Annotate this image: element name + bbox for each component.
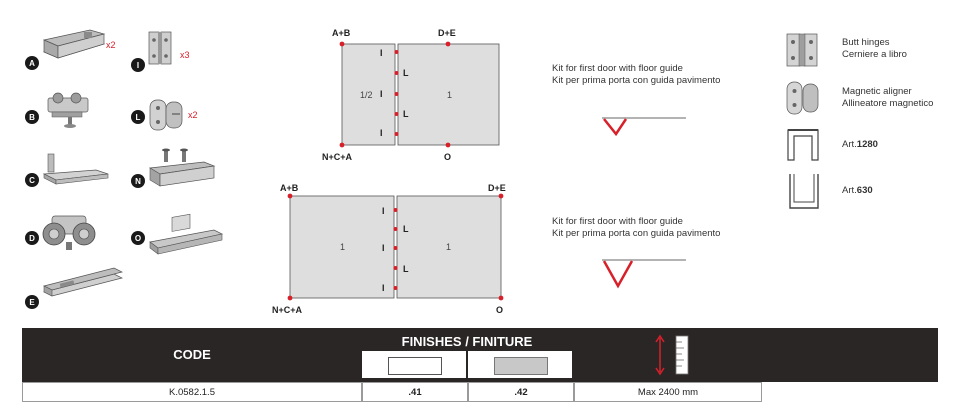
profile-1280-icon [787,129,819,161]
diagram2-right-fraction: 1 [446,242,451,252]
diagram2-mark-5: I [382,283,385,293]
component-b-image [47,92,89,128]
legend-magnetic-aligner: Magnetic aligner Allineatore magnetico [842,86,933,110]
component-a-image [42,29,106,59]
diagram2-left-fraction: 1 [340,242,345,252]
legend-art-1280: Art.1280 [842,139,878,151]
component-a-qty: x2 [106,40,116,50]
height-icon [655,334,689,376]
kit1-line-it: Kit per prima porta con guida pavimento [552,75,721,86]
code-header: CODE [173,347,211,362]
diagram2-label-bl: N+C+A [272,305,303,315]
legend-butt-hinges: Butt hinges Cerniere a libro [842,37,907,61]
legend-art-1280-prefix: Art. [842,139,857,150]
legend-art-1280-number: 1280 [856,139,878,150]
finish-41-swatch [388,357,442,375]
diagram1-mark-3: I [380,89,383,99]
diagram1-right-fraction: 1 [447,90,452,100]
component-c-image [42,153,109,185]
component-o-badge: O [131,231,145,245]
legend-magnetic-aligner-it: Allineatore magnetico [842,98,934,109]
component-e-image [43,267,123,297]
door-diagram-1: A+B D+E 1/2 1 I L I L I N+C+A O [322,28,500,162]
diagram1-left-fraction: 1/2 [360,90,373,100]
component-n-badge: N [131,174,145,188]
diagram1-label-bl: N+C+A [322,152,353,162]
component-d-badge: D [25,231,39,245]
finishes-header: FINISHES / FINITURE [401,334,533,349]
diagram2-left-panel [289,195,395,299]
floor-guide-icon-2 [602,259,686,289]
diagram1-label-tl: A+B [332,28,351,38]
finish-42-swatch [494,357,548,375]
legend-butt-hinges-en: Butt hinges [842,37,890,48]
diagram2-mark-4: L [403,264,409,274]
diagram2-label-tl: A+B [280,183,299,193]
diagram1-left-panel [341,43,396,146]
diagram2-mark-2: L [403,224,409,234]
legend-art-630: Art.630 [842,185,873,197]
diagram2-label-br: O [496,305,503,315]
component-l-badge: L [131,110,145,124]
legend-art-630-prefix: Art. [842,185,857,196]
component-d-image [42,215,96,250]
component-o-image [149,213,224,255]
diagram2-points [287,193,504,301]
diagram2-mark-3: I [382,243,385,253]
component-l-qty: x2 [188,110,198,120]
legend-magnetic-aligner-en: Magnetic aligner [842,86,912,97]
profile-630-icon [789,174,819,209]
component-i-image [148,31,172,65]
finish-42-value: .42 [468,382,574,402]
door-diagram-2: A+B D+E 1 1 I L I L I N+C+A O [272,183,506,315]
diagram2-mark-1: I [382,206,385,216]
component-a-badge: A [25,56,39,70]
diagram1-mark-5: I [380,128,383,138]
kit-description-1: Kit for first door with floor guide Kit … [552,63,720,87]
diagram2-label-tr: D+E [488,183,506,193]
diagram1-points [339,41,451,148]
diagram1-mark-1: I [380,48,383,58]
legend-art-630-number: 630 [856,185,873,196]
kit2-line-en: Kit for first door with floor guide [552,216,683,227]
code-value-cell: K.0582.1.5 [22,382,362,402]
component-n-image [148,148,216,187]
diagram1-mark-2: L [403,68,409,78]
component-l-image [149,99,183,131]
component-b-badge: B [25,110,39,124]
diagram1-label-tr: D+E [438,28,456,38]
kit-description-2: Kit for first door with floor guide Kit … [552,216,720,240]
kit2-line-it: Kit per prima porta con guida pavimento [552,228,721,239]
kit1-line-en: Kit for first door with floor guide [552,63,683,74]
diagram1-mark-4: L [403,109,409,119]
component-c-badge: C [25,173,39,187]
component-i-badge: I [131,58,145,72]
finish-41-value: .41 [362,382,468,402]
component-i-qty: x3 [180,50,190,60]
diagram1-label-br: O [444,152,451,162]
butt-hinge-icon [786,33,818,67]
magnetic-aligner-icon [786,81,819,115]
legend-butt-hinges-it: Cerniere a libro [842,49,907,60]
max-height-value: Max 2400 mm [574,382,762,402]
floor-guide-icon-1 [602,117,686,137]
component-e-badge: E [25,295,39,309]
